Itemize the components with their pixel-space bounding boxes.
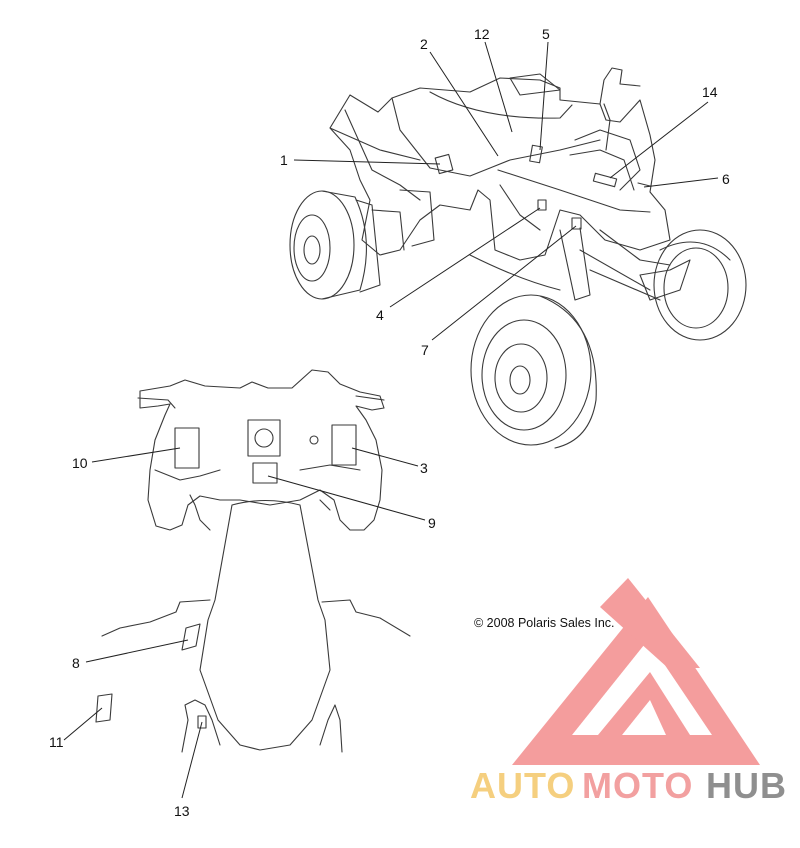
callout-6: 6 xyxy=(722,171,730,187)
callout-7: 7 xyxy=(421,342,429,358)
watermark-part1: AUTO xyxy=(470,765,575,806)
decal-9-marker xyxy=(252,462,278,484)
decal-8-marker xyxy=(181,623,201,651)
callout-1: 1 xyxy=(280,152,288,168)
callout-5: 5 xyxy=(542,26,550,42)
callout-2: 2 xyxy=(420,36,428,52)
leader-lines xyxy=(63,41,719,799)
watermark-part2: MOTO xyxy=(582,765,693,806)
decal-4-marker xyxy=(537,199,547,211)
decal-3-marker xyxy=(331,424,357,466)
decal-13-marker xyxy=(197,715,207,729)
top-view-illustration xyxy=(95,369,411,753)
atv-illustration xyxy=(289,67,747,449)
decal-6-marker xyxy=(637,182,651,187)
decal-5-marker xyxy=(529,144,543,164)
callout-14: 14 xyxy=(702,84,718,100)
watermark-part3: HUB xyxy=(706,765,787,806)
decal-1-marker xyxy=(434,153,454,175)
gauge-cluster xyxy=(247,419,281,457)
callout-11: 11 xyxy=(49,734,64,750)
callout-12: 12 xyxy=(474,26,490,42)
watermark-text: AUTO MOTO HUB xyxy=(470,765,787,806)
decal-7-marker xyxy=(571,217,582,230)
watermark-logo xyxy=(512,578,760,765)
callout-8: 8 xyxy=(72,655,80,671)
decal-14-marker xyxy=(592,172,618,188)
copyright-notice: © 2008 Polaris Sales Inc. xyxy=(474,616,615,630)
callout-numbers: 1 2 3 4 5 6 7 8 9 10 11 12 13 14 xyxy=(49,26,730,819)
callout-10: 10 xyxy=(72,455,88,471)
decal-10-marker xyxy=(174,427,200,469)
callout-4: 4 xyxy=(376,307,384,323)
callout-3: 3 xyxy=(420,460,428,476)
callout-9: 9 xyxy=(428,515,436,531)
callout-13: 13 xyxy=(174,803,190,819)
decal-11-marker xyxy=(95,693,113,723)
